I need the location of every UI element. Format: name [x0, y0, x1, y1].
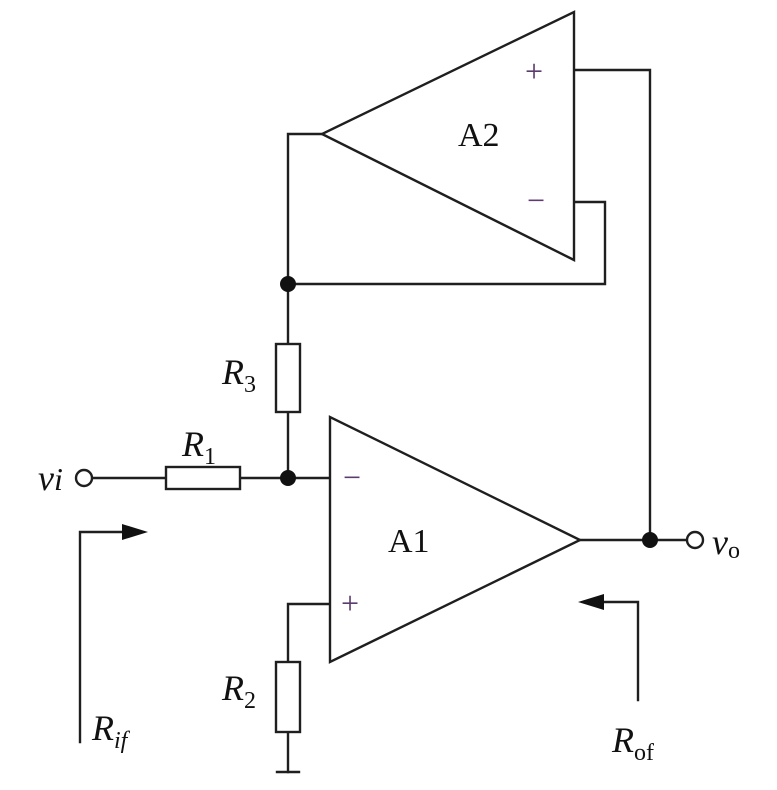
opamp-a2-triangle-icon	[319, 10, 576, 262]
port-input-label: vi	[38, 458, 63, 498]
output-resistance-arrow	[578, 594, 640, 702]
output-terminal-icon	[685, 530, 705, 550]
wire-a1-plus-to-r2	[286, 602, 332, 664]
input-resistance-arrow	[78, 524, 148, 744]
wire-upper-node-to-a2-output	[286, 132, 324, 286]
wire-a2-plus-to-output-node	[572, 68, 652, 542]
arrow-left-icon	[578, 594, 604, 610]
opamp-a2-minus-sign: −	[527, 182, 545, 218]
wire-upper-node-to-a2-minus	[286, 200, 607, 286]
opamp-a2: A2 + −	[319, 10, 576, 262]
junction-feedback-node	[280, 276, 296, 292]
junction-output-node	[642, 532, 658, 548]
port-output-label: vo	[712, 522, 740, 564]
junction-input-node	[280, 470, 296, 486]
input-terminal-icon	[74, 468, 94, 488]
resistor-r3-label: R3	[221, 352, 256, 398]
opamp-a2-label: A2	[458, 117, 500, 154]
resistor-r3	[274, 342, 302, 414]
input-resistance-label: Rif	[91, 708, 131, 754]
output-resistance-label: Rof	[611, 720, 654, 766]
opamp-a2-plus-sign: +	[525, 53, 543, 89]
opamp-a1-plus-sign: +	[341, 585, 359, 621]
wires	[90, 68, 689, 774]
opamp-a1-minus-sign: −	[343, 459, 361, 495]
arrow-right-icon	[122, 524, 148, 540]
output-resistance-arrow-line	[600, 600, 640, 702]
input-resistance-arrow-line	[78, 530, 126, 744]
resistor-r2-label: R2	[221, 668, 256, 714]
opamp-a1-label: A1	[388, 523, 430, 560]
opamp-a1: A1 − +	[328, 415, 583, 664]
resistor-r2	[274, 660, 302, 734]
resistor-r1	[164, 465, 242, 491]
opamp-a1-triangle-icon	[328, 415, 583, 664]
resistor-r1-label: R1	[181, 424, 216, 470]
